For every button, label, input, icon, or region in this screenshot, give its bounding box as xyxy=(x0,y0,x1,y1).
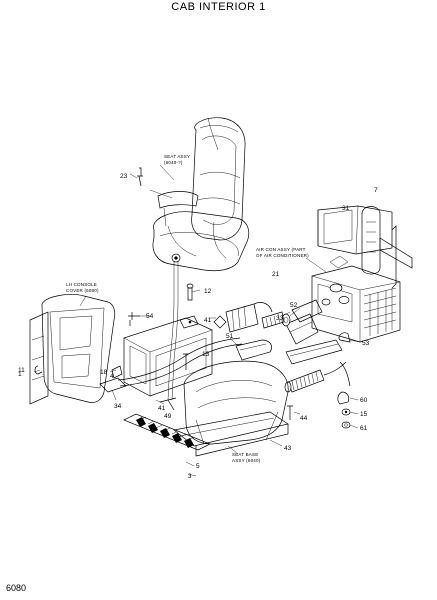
note-seat-assy-line1: SEAT ASSY xyxy=(164,154,190,159)
callout-41-b: 41 xyxy=(158,405,166,412)
callout-7: 7 xyxy=(374,187,378,194)
callout-49: 49 xyxy=(164,413,172,420)
callout-31: 31 xyxy=(342,205,350,212)
console-box xyxy=(99,283,227,411)
callout-4: 4 xyxy=(110,373,114,380)
callout-12: 12 xyxy=(204,288,212,295)
callout-21: 21 xyxy=(272,271,280,278)
callout-5: 5 xyxy=(196,463,200,470)
callout-18: 18 xyxy=(100,369,108,376)
callout-53: 53 xyxy=(362,340,370,347)
air-conditioner-assembly xyxy=(285,205,413,345)
center-ducts xyxy=(225,302,291,361)
callout-3: 3 xyxy=(188,473,192,480)
note-console-line2: COVER (6080) xyxy=(66,288,99,293)
callout-52: 52 xyxy=(290,302,298,309)
callout-41: 41 xyxy=(204,317,212,324)
seat-assembly xyxy=(129,117,250,272)
callout-labels: 23 12 41 13 54 11 34 51 52 53 31 33 44 4… xyxy=(18,173,378,480)
callout-54: 54 xyxy=(146,313,154,320)
hardware-right xyxy=(281,307,361,429)
seat-base-assembly xyxy=(173,360,301,457)
callout-60: 60 xyxy=(360,397,368,404)
callout-33: 33 xyxy=(276,315,284,322)
callout-51: 51 xyxy=(226,333,234,340)
note-air-con-line2: OF AIR CONDITIONER) xyxy=(256,253,309,258)
callout-15: 15 xyxy=(360,411,368,418)
callout-43: 43 xyxy=(284,445,292,452)
note-seat-assy-line2: (6040-?) xyxy=(164,160,183,165)
callout-11: 11 xyxy=(18,367,25,374)
note-seat-base-line2: ASSY (6040) xyxy=(232,458,261,463)
reference-notes: SEAT ASSY (6040-?) AIR CON ASSY (PART OF… xyxy=(66,154,309,463)
callout-1: 1 xyxy=(18,371,22,378)
callout-44: 44 xyxy=(300,415,308,422)
note-seat-base-line1: SEAT BASE xyxy=(232,452,258,457)
callout-34: 34 xyxy=(114,403,122,410)
floor-grille xyxy=(123,413,211,477)
callout-23: 23 xyxy=(120,173,128,180)
note-air-con-line1: AIR CON ASSY (PART xyxy=(256,247,306,252)
hose-bundle xyxy=(117,262,243,401)
callout-61: 61 xyxy=(360,425,368,432)
callout-13: 13 xyxy=(202,351,210,358)
filter-panel xyxy=(284,339,351,393)
page-number: 6080 xyxy=(6,583,27,593)
console-cover xyxy=(29,294,123,405)
page-title: CAB INTERIOR 1 xyxy=(171,1,266,13)
note-console-line1: LH CONSOLE xyxy=(66,282,97,287)
